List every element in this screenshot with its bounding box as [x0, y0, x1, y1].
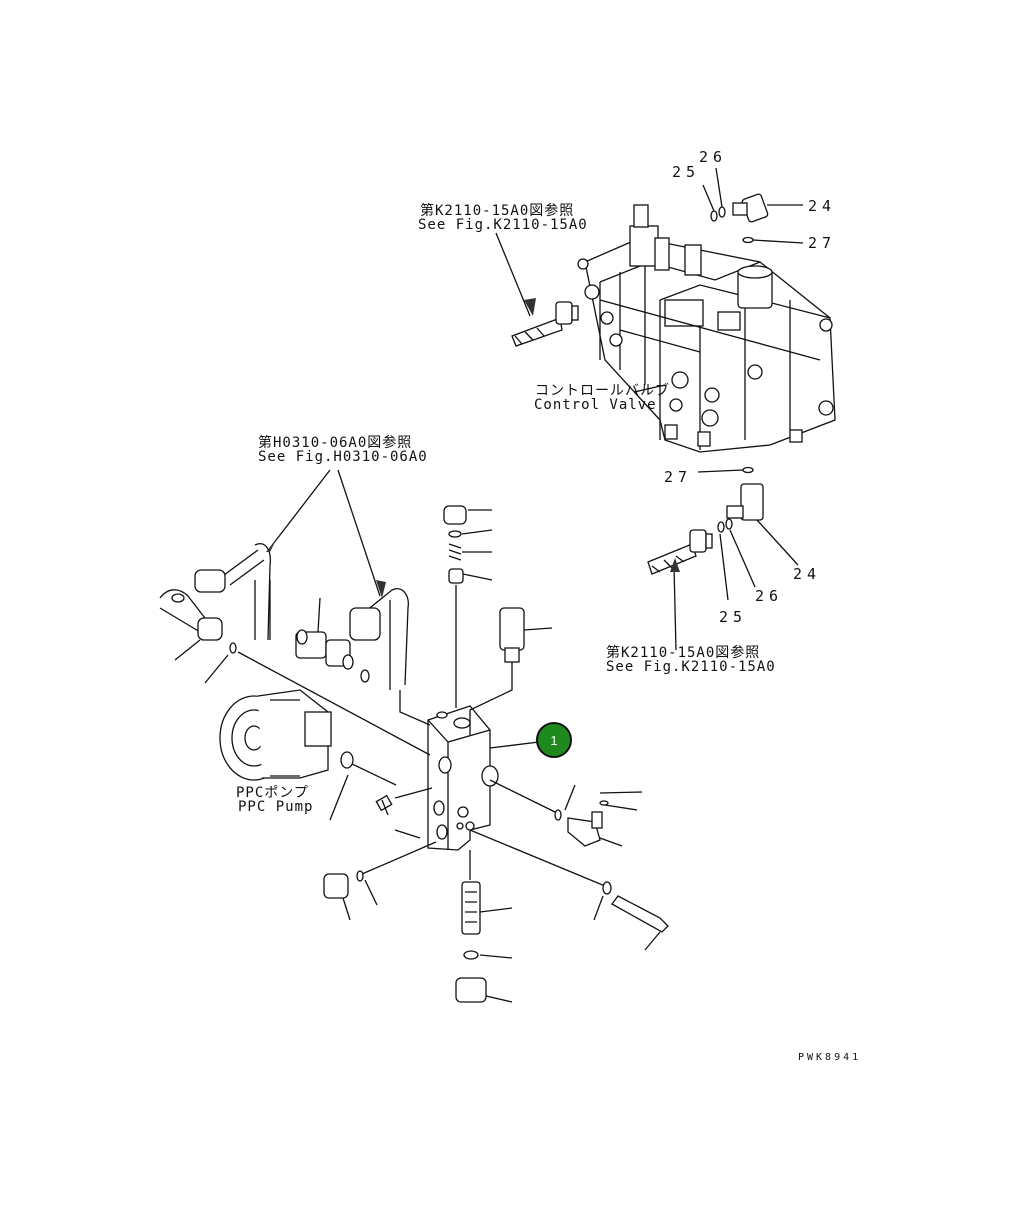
ref-k2110-top-jp: 第K2110-15A0図参照: [420, 203, 575, 219]
ppc-pump-label-en: PPC Pump: [238, 799, 314, 815]
label-leaders: [489, 384, 666, 749]
top-hose: [495, 232, 579, 347]
bottom-hose: [647, 529, 713, 651]
ppc-pump-label-jp: PPCポンプ: [236, 785, 309, 801]
ref-h0310-jp: 第H0310-06A0図参照: [258, 435, 413, 451]
control-valve: [577, 204, 836, 453]
control-valve-label-jp: コントロールバルブ: [535, 383, 670, 399]
callout-top-24: 24: [808, 197, 837, 215]
callout-bottom-27: 27: [664, 468, 693, 486]
callout-top-27: 27: [808, 234, 837, 252]
ppc-pump: [219, 689, 332, 781]
ref-k2110-top-en: See Fig.K2110-15A0: [418, 217, 588, 233]
block-connections: [237, 651, 669, 1003]
callout-bottom-24: 24: [793, 565, 822, 583]
drawing-id: PWK8941: [798, 1052, 862, 1063]
ref-h0310-en: See Fig.H0310-06A0: [258, 449, 428, 465]
control-valve-label-en: Control Valve: [534, 397, 657, 413]
callout-top-26: 26: [699, 148, 728, 166]
top-fittings: [702, 167, 804, 244]
left-hoses: [159, 469, 409, 690]
callout-bottom-25: 25: [719, 608, 748, 626]
callout-top-25: 25: [672, 163, 701, 181]
ref-k2110-bottom-jp: 第K2110-15A0図参照: [606, 645, 761, 661]
ref-k2110-bottom-en: See Fig.K2110-15A0: [606, 659, 776, 675]
part-number-badge[interactable]: 1: [536, 722, 572, 758]
ppc-valve-block: [427, 705, 499, 851]
callout-bottom-26: 26: [755, 587, 784, 605]
bottom-fittings: [697, 466, 799, 601]
block-top-parts: [443, 505, 553, 735]
